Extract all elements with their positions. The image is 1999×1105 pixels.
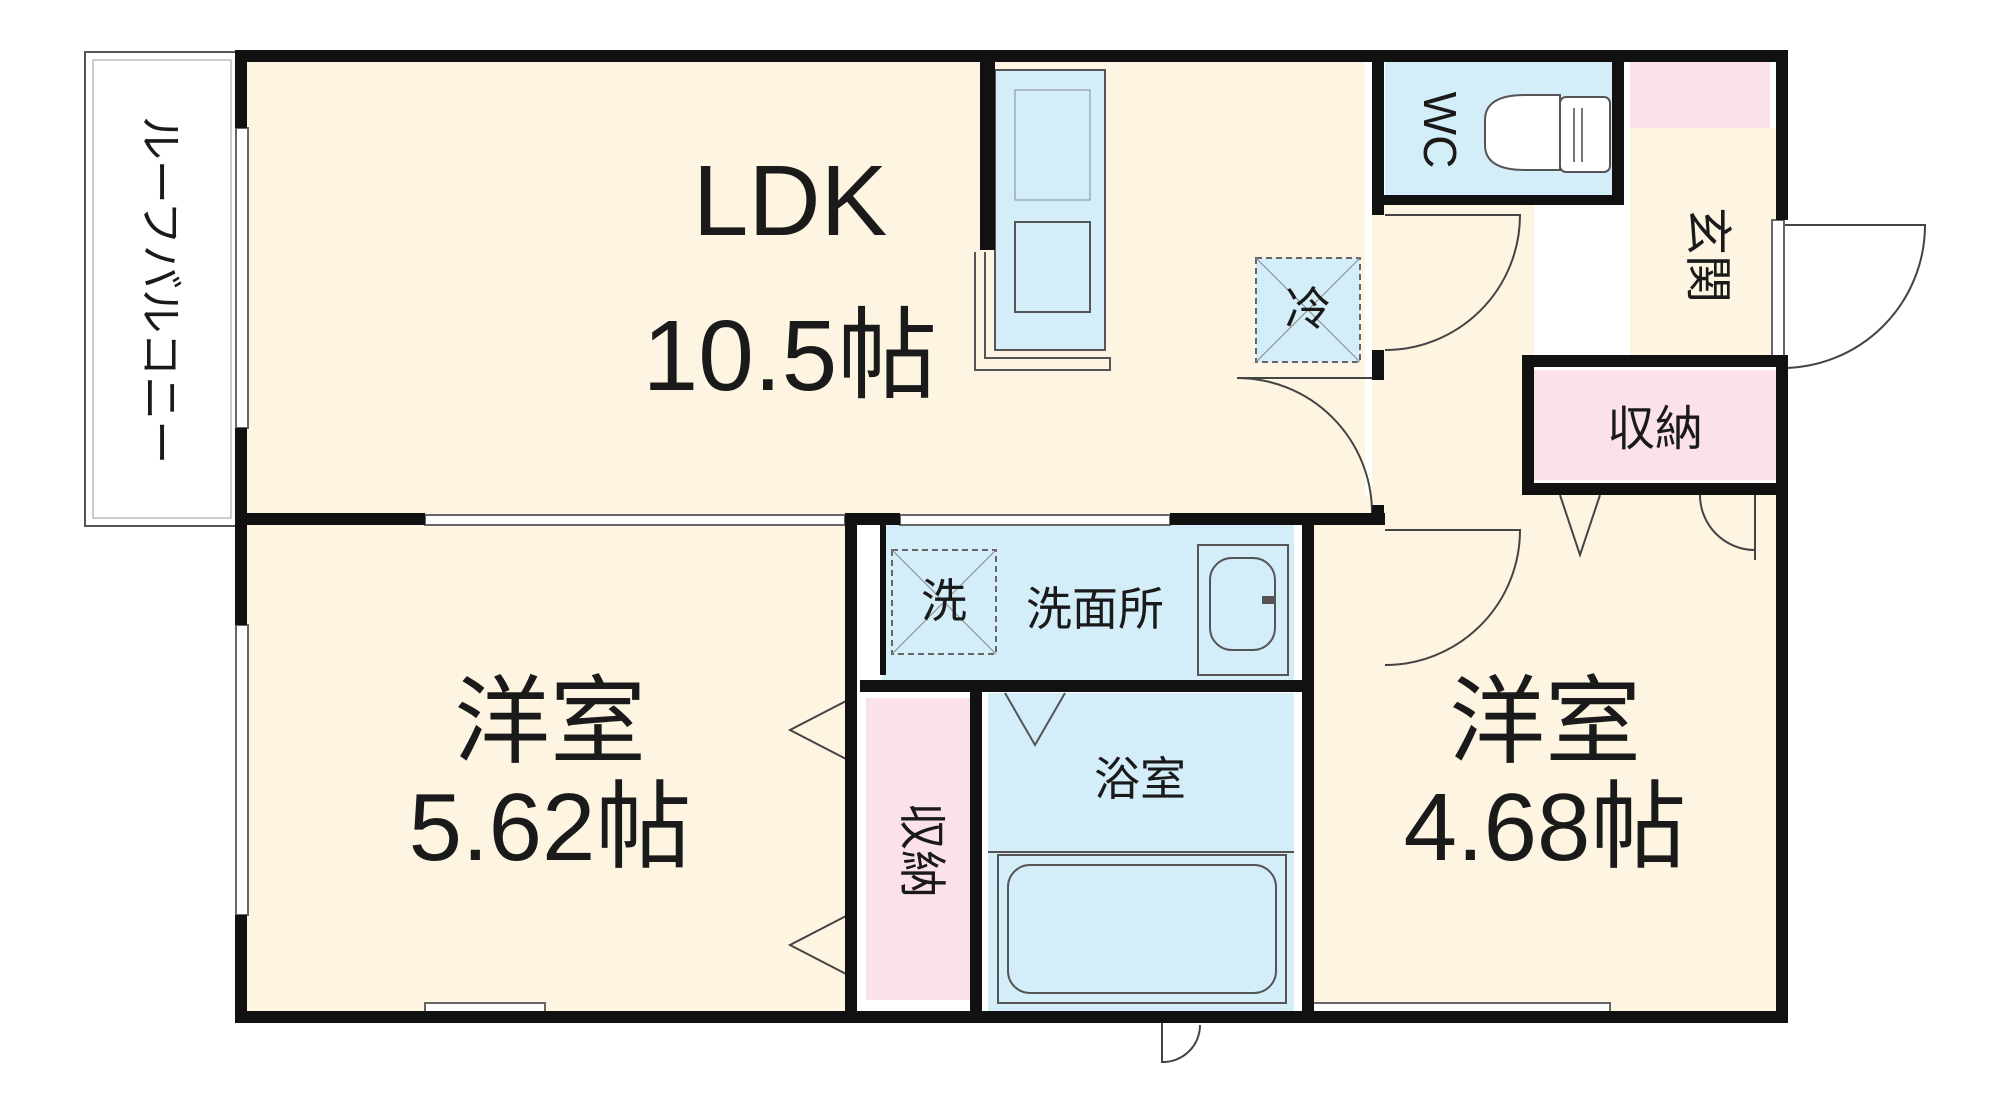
toilet-name: WC xyxy=(1414,92,1466,169)
western-room-left-area xyxy=(245,525,848,1013)
entrance-name: 玄関 xyxy=(1681,207,1734,303)
kitchen-counter xyxy=(974,69,1111,371)
refrigerator-label: 冷 xyxy=(1285,283,1331,335)
storage-lower-area xyxy=(866,698,976,1000)
entrance-step xyxy=(1630,60,1770,128)
storage-lower-name: 収納 xyxy=(895,802,948,898)
refrigerator-space xyxy=(1255,257,1361,363)
balcony-label: ルーフバルコニー xyxy=(136,116,185,464)
walls xyxy=(235,50,1788,1023)
western-right-name: 洋室 xyxy=(1449,669,1641,776)
wash-basin xyxy=(1197,544,1289,676)
doors xyxy=(787,214,1927,1064)
washing-machine-label: 洗 xyxy=(921,575,967,627)
roof-balcony xyxy=(84,51,238,527)
bathroom-name: 浴室 xyxy=(1094,753,1186,805)
western-room-right-area xyxy=(1307,495,1782,1013)
ldk-name: LDK xyxy=(693,145,888,257)
western-right-size: 4.68帖 xyxy=(1404,774,1687,881)
hall-area xyxy=(1372,205,1534,515)
western-left-name: 洋室 xyxy=(454,669,646,776)
washroom-name: 洗面所 xyxy=(1026,583,1164,635)
ldk-size: 10.5帖 xyxy=(643,300,938,412)
entrance-area xyxy=(1630,128,1782,358)
storage-upper-area xyxy=(1530,370,1782,480)
washing-machine-space xyxy=(891,549,997,655)
storage-upper-name: 収納 xyxy=(1607,403,1703,456)
bathtub xyxy=(988,692,1294,1004)
ldk-area xyxy=(245,60,1365,515)
toilet-fixture xyxy=(1484,94,1611,173)
roof-balcony-label: ルーフバルコニー xyxy=(136,116,185,464)
western-left-size: 5.62帖 xyxy=(409,774,692,881)
